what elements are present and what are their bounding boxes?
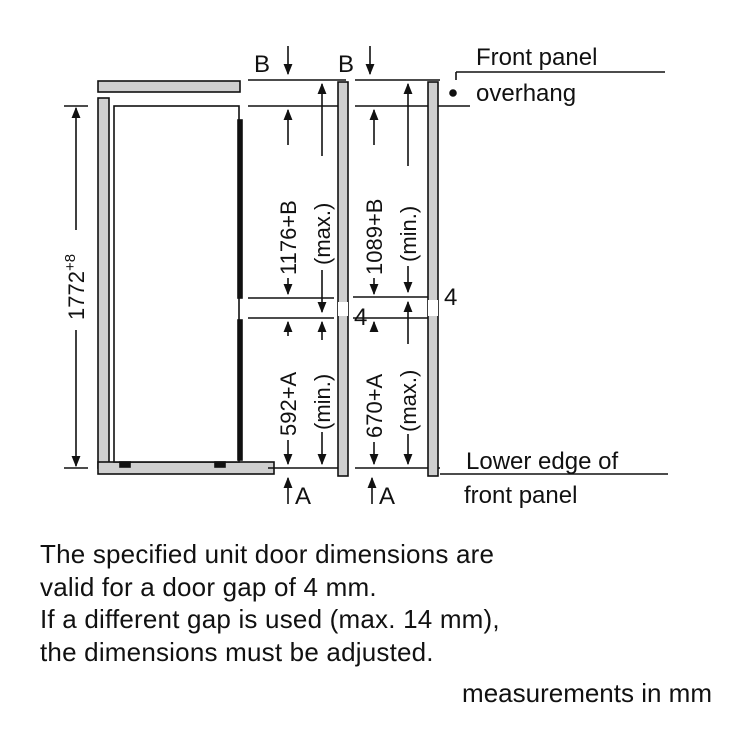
overall-height-dimension [64, 105, 88, 469]
note-line-1: The specified unit door dimensions are [40, 539, 495, 569]
dim-upper-min-value: 1089+B [362, 199, 387, 275]
lower-edge-label-1: Lower edge of [466, 448, 618, 475]
gap-label-left: 4 [354, 304, 367, 331]
a-marker-left: A [283, 476, 311, 510]
niche-top-panel [97, 80, 241, 93]
note-line-4: the dimensions must be adjusted. [40, 636, 434, 667]
svg-text:A: A [379, 483, 395, 510]
door-separator-lines [248, 79, 440, 469]
front-panel-label-2: overhang [476, 80, 576, 107]
dim-lower-max-arrows [369, 300, 413, 466]
front-panel-label-1: Front panel [476, 44, 597, 71]
dim-upper-min-arrows [369, 82, 413, 296]
dim-upper-max-note: (max.) [310, 203, 335, 265]
dim-lower-max-note: (max.) [396, 370, 421, 432]
furniture-door-upper-left [337, 81, 349, 477]
dim-lower-max-value: 670+A [362, 373, 387, 438]
svg-text:A: A [295, 483, 311, 510]
dim-lower-min-value: 592+A [276, 371, 301, 436]
note-line-2: valid for a door gap of 4 mm. [40, 571, 377, 602]
appliance-body [113, 105, 243, 468]
svg-text:B: B [338, 51, 354, 78]
overall-height-label: 1772+8 [62, 254, 89, 320]
a-marker-right: A [367, 476, 395, 510]
svg-text:B: B [254, 51, 270, 78]
gap-label-right: 4 [444, 284, 457, 311]
furniture-door-right [427, 81, 439, 477]
door-gap-note: The specified unit door dimensions are v… [40, 538, 730, 668]
installation-diagram: Front panel overhang Lower edge of front… [62, 44, 668, 510]
niche-left-panel [97, 97, 110, 469]
units-caption: measurements in mm [462, 678, 712, 708]
dim-lower-min-arrows [283, 320, 327, 466]
dim-upper-min-note: (min.) [396, 206, 421, 262]
dim-upper-max-arrows [283, 82, 327, 314]
lower-edge-label-2: front panel [464, 482, 577, 509]
note-line-3: If a different gap is used (max. 14 mm), [40, 604, 500, 634]
dim-upper-max-value: 1176+B [276, 200, 301, 275]
b-marker-right: B [338, 46, 375, 78]
front-panel-leader [440, 71, 665, 107]
b-marker-left: B [254, 46, 293, 78]
dim-lower-min-note: (min.) [310, 374, 335, 430]
door-panels [337, 81, 439, 477]
